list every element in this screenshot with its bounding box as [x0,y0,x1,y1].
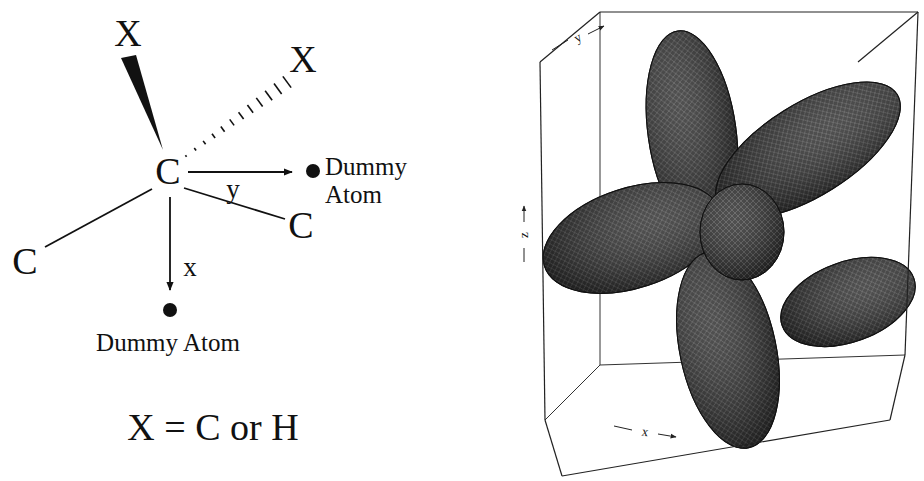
dummy-atom-label: Dummy Atom [96,329,240,357]
axis-arrow [169,197,171,290]
orbital-lobes [529,25,924,458]
bond-line [45,189,152,247]
plot-axis-label: y [572,30,585,46]
dummy-atom-dot [306,164,320,178]
hash-stroke [230,119,234,125]
axis-label: x [183,253,197,283]
hash-stroke [221,127,225,132]
hash-stroke [185,155,186,157]
plot-axis-label: z [517,232,531,238]
axis-indicator [524,26,676,437]
hash-stroke [265,91,272,101]
dummy-atom-label: Dummy Atom [325,153,411,208]
legend-note: X = C or H [127,407,298,449]
hash-stroke [274,84,282,94]
dummy-atom-dot [163,303,177,317]
plot-box [540,12,918,476]
hash-stroke [194,148,196,150]
hashed-bond [185,76,291,156]
atom-label: C [12,241,37,283]
hash-stroke [212,134,215,138]
axis-label: y [226,175,240,205]
wedge-bond [121,55,163,150]
plot-axis-label: x [641,424,650,439]
atom-label: C [155,151,180,193]
atom-label: X [289,39,316,81]
hash-stroke [203,141,205,144]
hash-stroke [239,112,244,119]
axis-arrow [188,171,292,173]
atom-label: X [114,13,141,55]
hash-stroke [247,105,253,113]
atom-label: C [288,205,313,247]
hash-stroke [256,98,262,107]
